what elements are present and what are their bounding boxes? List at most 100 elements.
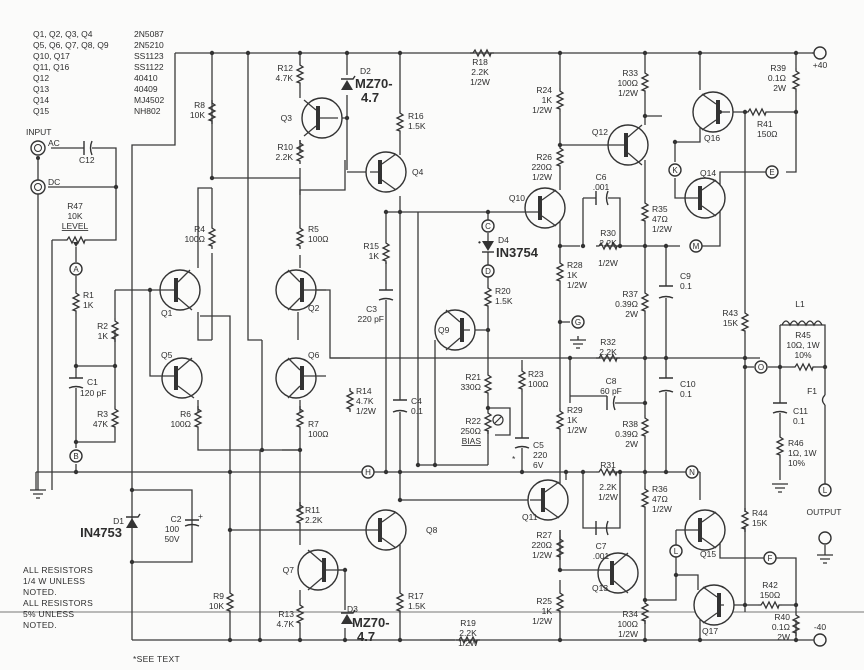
component-label: R36 [652, 484, 668, 494]
component-label: 4.7 [357, 629, 375, 644]
transistor-q9 [434, 309, 476, 351]
schematic-stroke [432, 462, 438, 468]
wire [132, 489, 193, 563]
test-point-f[interactable]: F [763, 551, 777, 565]
ground-icon [30, 489, 46, 499]
component-label: R45 [795, 330, 811, 340]
test-point-d[interactable]: D [481, 264, 495, 278]
component-label: 2.2K [599, 238, 617, 248]
component-label: R15 [363, 241, 379, 251]
test-point-b[interactable]: B [69, 449, 83, 463]
schematic-stroke [481, 264, 495, 278]
schematic-stroke [765, 165, 779, 179]
test-point-g[interactable]: G [571, 315, 585, 329]
test-point-a[interactable]: A [69, 262, 83, 276]
schematic-stroke [209, 50, 215, 56]
component-label: C6 [596, 172, 607, 182]
component-label: L1 [795, 299, 805, 309]
component-label: R9 [213, 591, 224, 601]
schematic-stroke [303, 99, 338, 137]
schematic-stroke [227, 469, 233, 475]
component-label: R28 [567, 260, 583, 270]
test-point-l-output[interactable]: L [818, 483, 832, 497]
resistor-r14 [346, 387, 354, 413]
resistor-r18 [469, 49, 495, 57]
fuse-f1 [821, 394, 826, 406]
wire [102, 187, 117, 241]
transistor-q16 [692, 91, 734, 133]
test-point-n[interactable]: N [685, 465, 699, 479]
schematic-stroke [378, 518, 382, 542]
test-point-l[interactable]: L [669, 544, 683, 558]
c12-label: C12 [79, 155, 95, 165]
component-label: F1 [807, 386, 817, 396]
component-label: Q2 [308, 303, 320, 313]
component-label: 220 pF [358, 314, 384, 324]
test-point-m[interactable]: M [689, 239, 703, 253]
input-jack-ac[interactable] [30, 140, 46, 156]
schematic-stroke [754, 360, 768, 374]
test-point-c[interactable]: C [481, 219, 495, 233]
component-label: R17 [408, 591, 424, 601]
schematic-stroke [481, 219, 495, 233]
negative-supply-terminal[interactable] [813, 633, 827, 647]
input-jack-dc[interactable] [30, 179, 46, 195]
wire [779, 324, 826, 367]
test-point-e[interactable]: E [765, 165, 779, 179]
component-label: D4 [498, 235, 509, 245]
resistor-r28 [556, 259, 564, 285]
component-label: R2 [97, 321, 108, 331]
component-label: 2.2K [599, 347, 617, 357]
schematic-stroke [693, 584, 735, 626]
output-terminal[interactable] [818, 531, 832, 545]
schematic-stroke [297, 637, 303, 643]
resistor-r9 [226, 589, 234, 615]
schematic-stroke [322, 558, 326, 582]
wire [299, 160, 346, 268]
test-point-o[interactable]: O [754, 360, 768, 374]
schematic-stroke [126, 513, 141, 518]
schematic-stroke [365, 151, 407, 193]
schematic-stroke [818, 483, 832, 497]
resistor-r39 [792, 67, 800, 93]
schematic-stroke [300, 278, 304, 302]
component-label: R24 [536, 85, 552, 95]
table-row-refs: Q12 [33, 73, 49, 83]
resistors [63, 49, 817, 644]
component-label: 15K [723, 318, 738, 328]
positive-supply-terminal[interactable] [813, 46, 827, 60]
component-label: Q14 [700, 168, 716, 178]
schematic-stroke [742, 364, 748, 370]
schematic-stroke [793, 109, 799, 115]
schematic-stroke [34, 144, 42, 152]
bias-adjust-icon[interactable] [492, 414, 504, 426]
component-label: R11 [305, 505, 320, 515]
transistor-q8 [340, 509, 407, 551]
component-label: * [512, 454, 516, 464]
schematic-stroke [793, 602, 799, 608]
schematic-stroke [341, 75, 356, 80]
test-point-k[interactable]: K [668, 163, 682, 177]
resistor-r6 [194, 405, 202, 431]
component-label: R35 [652, 204, 668, 214]
schematic-stroke [610, 561, 614, 585]
component-label: BIAS [462, 436, 482, 446]
schematic-stroke [113, 184, 119, 190]
component-label: 2W [625, 309, 638, 319]
resistor-r3 [111, 405, 119, 431]
component-label: 10% [788, 458, 805, 468]
schematic-stroke [160, 357, 195, 399]
zener-diode-d3 [341, 614, 353, 624]
resistor-r46 [776, 433, 784, 459]
r47-label: R47 [67, 201, 83, 211]
schematic-stroke [642, 50, 648, 56]
dc-label: DC [48, 177, 60, 187]
resistor-r2 [111, 317, 119, 343]
schematic-stroke [567, 355, 573, 361]
component-label: 2W [777, 632, 790, 642]
test-point-h[interactable]: H [361, 465, 375, 479]
component-label: 1.5K [408, 121, 426, 131]
resistor-r8 [208, 99, 216, 125]
schematic-stroke [617, 469, 623, 475]
component-label: R40 [774, 612, 790, 622]
